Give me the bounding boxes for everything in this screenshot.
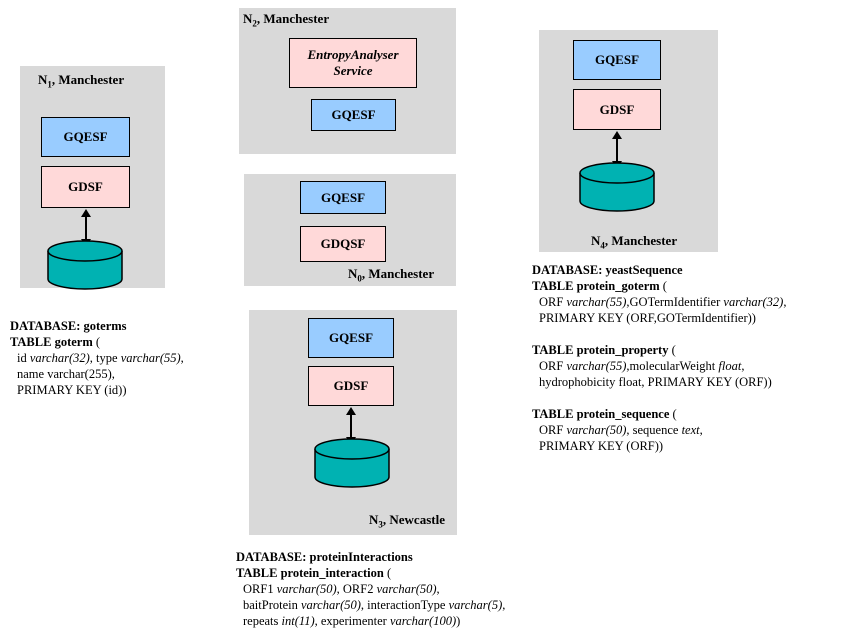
n1-gqesf-box: GQESF [41, 117, 130, 157]
column-definition: baitProtein varchar(50), interactionType… [243, 598, 506, 612]
table-open-paren: ( [668, 343, 676, 357]
primary-key: PRIMARY KEY (ORF,GOTermIdentifier)) [539, 311, 756, 325]
database-name: DATABASE: proteinInteractions [236, 550, 413, 564]
table-name: TABLE protein_goterm [532, 279, 660, 293]
entropy-analyser-service-box: EntropyAnalyser Service [289, 38, 417, 88]
table-open-paren: ( [383, 566, 392, 580]
table-open-paren: ( [669, 407, 677, 421]
entropy-analyser-service-label: EntropyAnalyser Service [307, 47, 399, 78]
column-definition: id varchar(32), type varchar(55), [17, 351, 184, 365]
schema-goterms: DATABASE: goterms TABLE goterm ( id varc… [10, 318, 184, 398]
database-name: DATABASE: goterms [10, 319, 127, 333]
table-name: TABLE protein_property [532, 343, 669, 357]
table-name: TABLE goterm [10, 335, 93, 349]
schema-yeast-sequence: DATABASE: yeastSequence TABLE protein_go… [532, 262, 786, 454]
node-n1-label: N1, Manchester [38, 72, 125, 90]
database-name: DATABASE: yeastSequence [532, 263, 683, 277]
column-definition: ORF varchar(55),GOTermIdentifier varchar… [539, 295, 787, 309]
column-definition: ORF varchar(55),molecularWeight float, [539, 359, 745, 373]
column-definition: ORF1 varchar(50), ORF2 varchar(50), [243, 582, 440, 596]
node-n0-label: N0, Manchester [348, 266, 435, 284]
n2-gqesf-box: GQESF [311, 99, 396, 131]
schema-protein-interactions: DATABASE: proteinInteractions TABLE prot… [236, 549, 505, 629]
column-definition: ORF varchar(50), sequence text, [539, 423, 703, 437]
n1-database-icon [47, 240, 123, 290]
column-definition: repeats int(11), experimenter varchar(10… [243, 614, 461, 628]
n1-gdsf-box: GDSF [41, 166, 130, 208]
table-open-paren: ( [659, 279, 667, 293]
n3-database-icon [314, 438, 390, 488]
node-n2-label: N2, Manchester [243, 11, 330, 29]
table-name: TABLE protein_interaction [236, 566, 384, 580]
primary-key: hydrophobicity float, PRIMARY KEY (ORF)) [539, 375, 772, 389]
node-n3-label: N3, Newcastle [369, 512, 445, 530]
node-n4-label: N4, Manchester [591, 233, 678, 251]
table-name: TABLE protein_sequence [532, 407, 670, 421]
primary-key: PRIMARY KEY (ORF)) [539, 439, 664, 453]
primary-key: PRIMARY KEY (id)) [17, 383, 127, 397]
n4-database-icon [579, 162, 655, 212]
n4-gdsf-box: GDSF [573, 89, 661, 130]
n0-gqesf-box: GQESF [300, 181, 386, 214]
column-definition: name varchar(255), [17, 367, 115, 381]
n0-gdqsf-box: GDQSF [300, 226, 386, 262]
n4-gqesf-box: GQESF [573, 40, 661, 80]
n3-gdsf-box: GDSF [308, 366, 394, 406]
n3-gqesf-box: GQESF [308, 318, 394, 358]
table-open-paren: ( [92, 335, 101, 349]
